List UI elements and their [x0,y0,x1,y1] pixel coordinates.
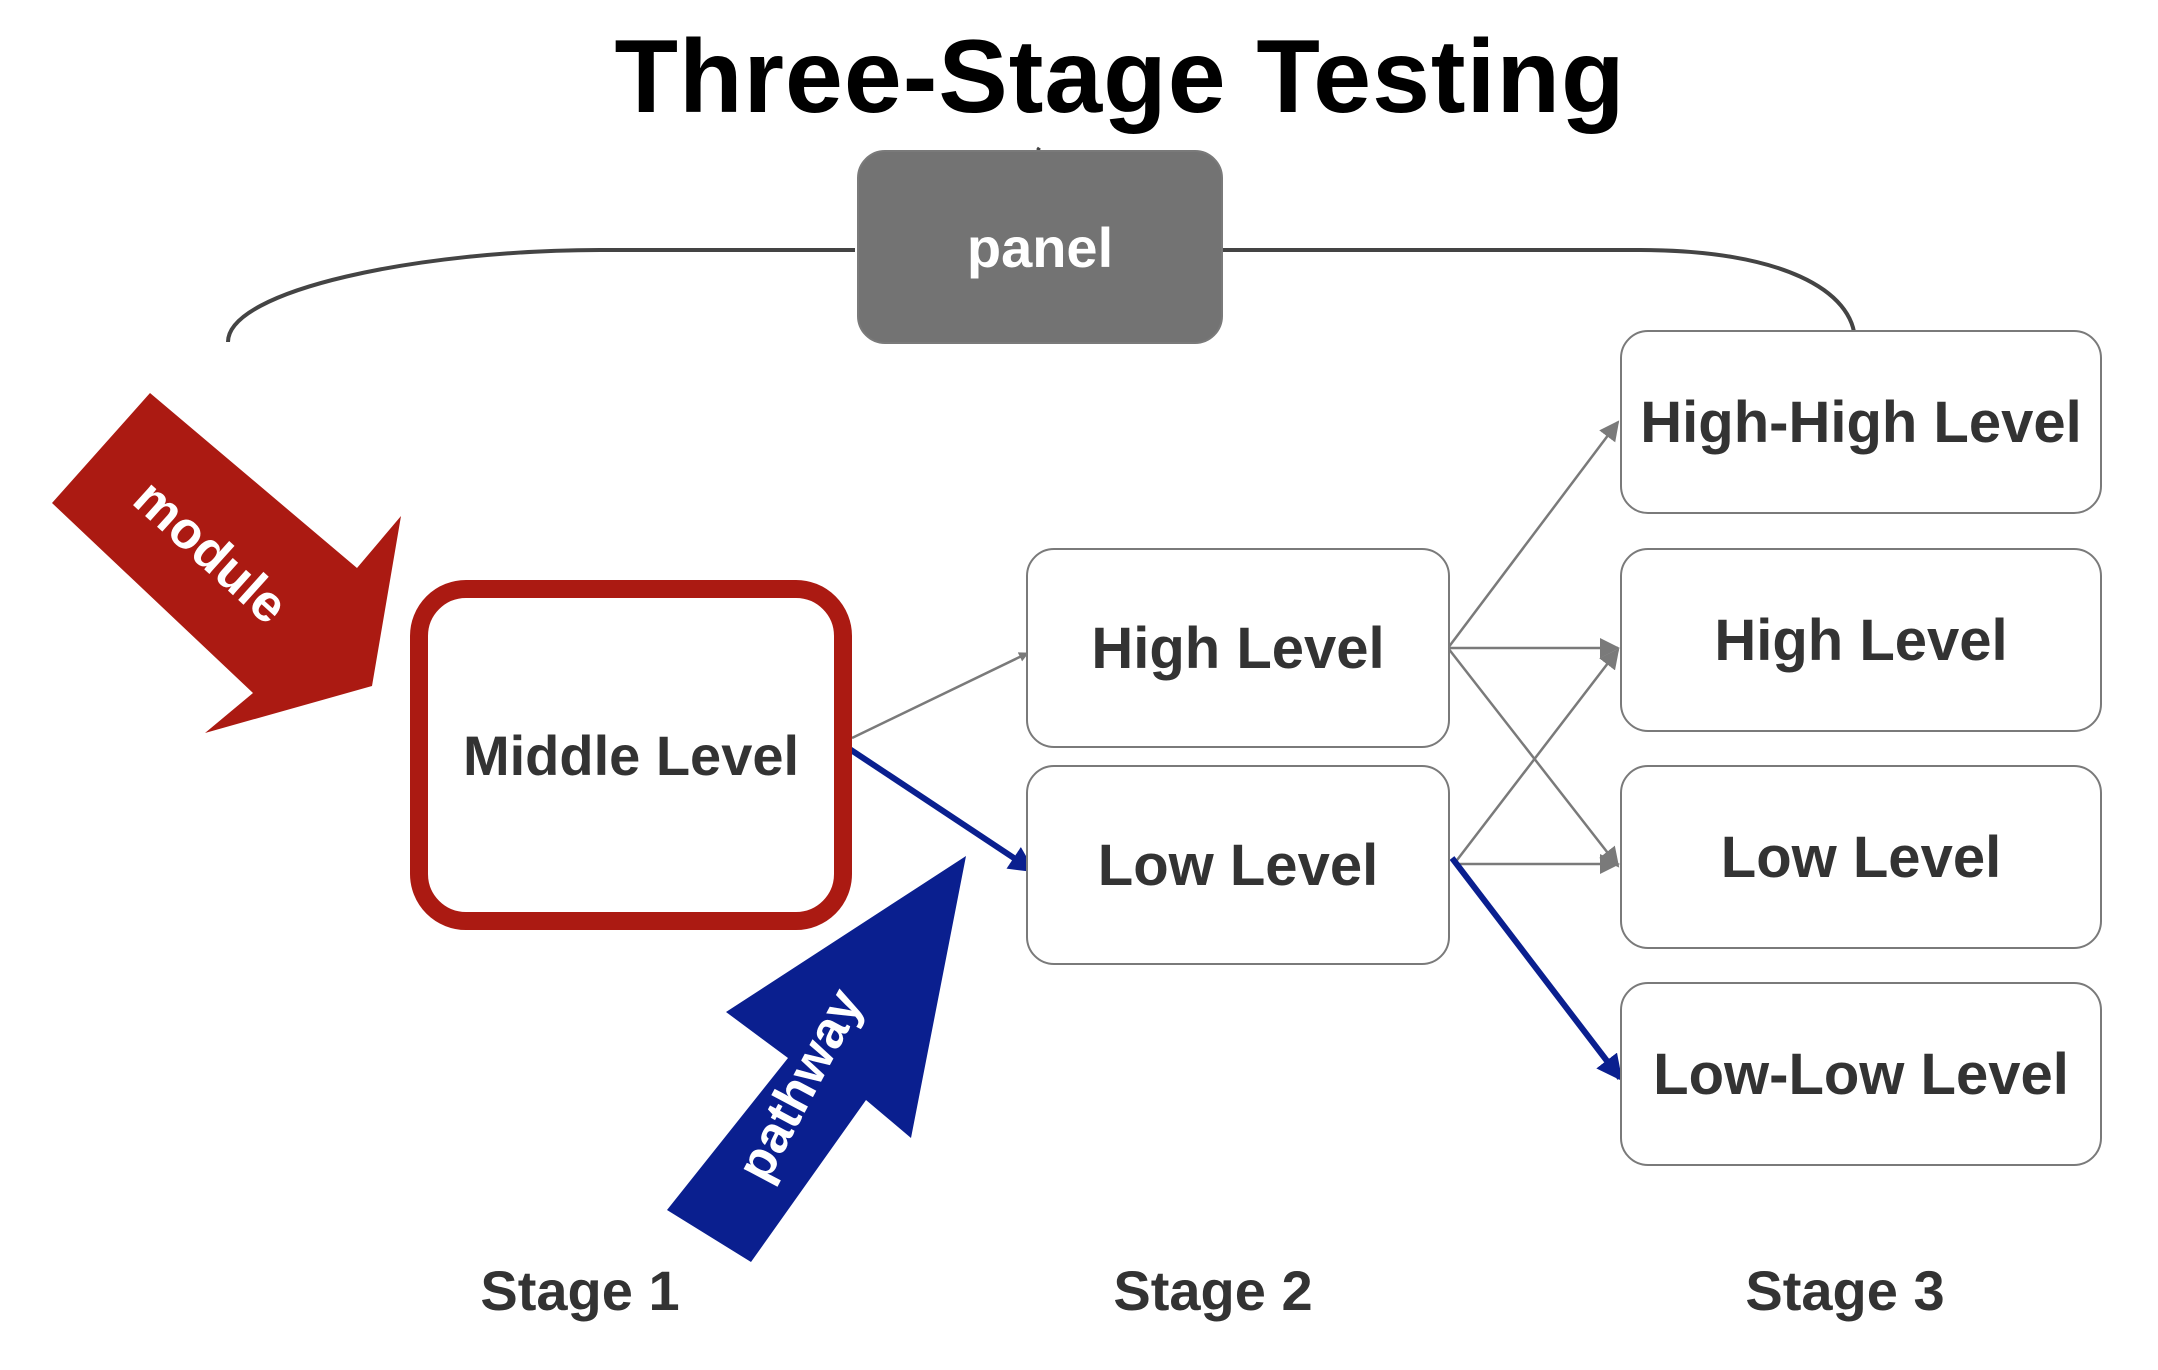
panel-brace-tip [1036,146,1041,152]
stage1-middle-level-module: Middle Level [410,580,852,930]
panel-label: panel [966,215,1114,279]
module-label: Middle Level [462,723,800,787]
pathway-arrow [667,856,966,1262]
stage1-label: Stage 1 [480,1259,680,1322]
stage3-label: Stage 3 [1745,1259,1945,1322]
panel-brace-left [226,248,855,343]
stage2-high-level-module: High Level [1026,548,1450,748]
module-arrow [52,393,401,733]
connector-low-to-high [1453,648,1620,865]
module-label: High Level [1091,615,1385,681]
stage2-low-level-module: Low Level [1026,765,1450,965]
module-label: Low Level [1097,832,1379,898]
module-label: High-High Level [1640,389,2082,455]
stage3-low-low-level-module: Low-Low Level [1620,982,2102,1166]
diagram-title: Three-Stage Testing [614,19,1626,135]
panel-brace-right [1222,248,1857,343]
module-label: Low Level [1720,824,2002,890]
module-label: Low-Low Level [1653,1041,2069,1107]
stage2-label: Stage 2 [1113,1259,1313,1322]
stage3-high-level-module: High Level [1620,548,2102,732]
connector-middle-to-high [851,651,1029,740]
stage3-low-level-module: Low Level [1620,765,2102,949]
module-label: High Level [1714,607,2008,673]
connector-middle-to-low [837,739,1036,873]
connector-low-to-lowlow [1449,856,1623,1082]
stage3-high-high-level-module: High-High Level [1620,330,2102,514]
connector-high-to-low [1447,647,1620,868]
panel-box: panel [857,150,1223,344]
connector-high-to-highhigh [1447,420,1620,649]
